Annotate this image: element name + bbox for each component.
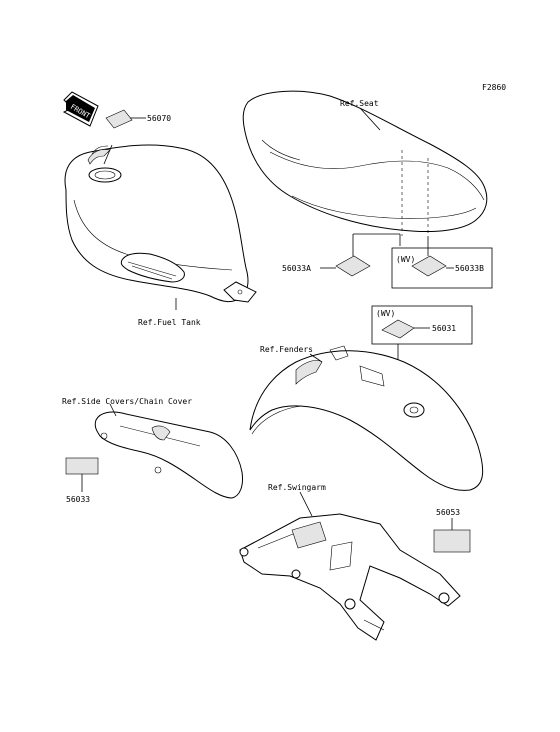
fuel-tank-drawing: Ref.Fuel Tank: [64, 144, 257, 327]
swingarm-ref-label: Ref.Swingarm: [268, 483, 326, 492]
seat-label-a-sticker: 56033A: [282, 233, 401, 277]
seat-ref-label: Ref.Seat: [340, 99, 379, 108]
seat-label-b-wv: (WV): [396, 255, 415, 264]
fenders-ref-label: Ref.Fenders: [260, 345, 313, 354]
front-arrow-icon: FRONT: [62, 91, 99, 127]
seat-label-a-number: 56033A: [282, 264, 311, 273]
fender-label-wv: (WV): [376, 309, 395, 318]
figure-code: F2860: [482, 83, 506, 92]
side-cover-drawing: Ref.Side Covers/Chain Cover: [62, 397, 243, 499]
fuel-tank-ref-label: Ref.Fuel Tank: [138, 318, 201, 327]
fuel-tank-label-number: 56070: [147, 114, 171, 123]
seat-label-b-box: (WV) 56033B: [391, 236, 493, 289]
swingarm-label-sticker: 56053: [433, 508, 471, 553]
side-cover-label-number: 56033: [66, 495, 90, 504]
fender-label-number: 56031: [432, 324, 456, 333]
fender-drawing: Ref.Fenders: [249, 345, 484, 491]
fender-label-box: (WV) 56031: [371, 305, 473, 360]
swingarm-label-number: 56053: [436, 508, 460, 517]
side-cover-label-sticker: 56033: [65, 457, 99, 504]
fuel-tank-label-sticker: 56070: [105, 109, 171, 129]
seat-label-b-number: 56033B: [455, 264, 484, 273]
side-covers-ref-label: Ref.Side Covers/Chain Cover: [62, 397, 192, 406]
seat-drawing: Ref.Seat: [242, 90, 488, 236]
swingarm-drawing: Ref.Swingarm: [239, 483, 461, 641]
